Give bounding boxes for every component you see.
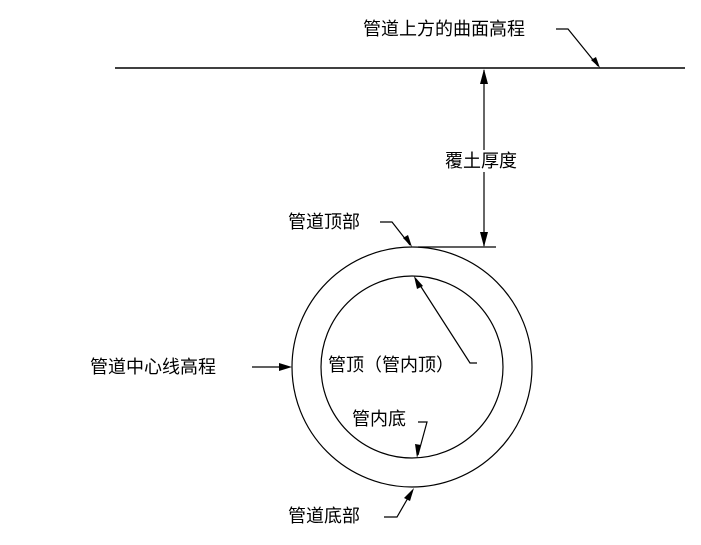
centerline-elevation-label: 管道中心线高程 [90,357,216,378]
pipe-top-leader-line [380,221,411,246]
inner-bottom-arrowhead [415,444,421,458]
pipe-top-arrowhead [403,235,412,247]
inner-top-label: 管顶（管内顶） [328,355,454,376]
pipe-inner-wall [320,275,504,459]
inner-bottom-label: 管内底 [352,409,406,430]
pipe-bottom-label: 管道底部 [288,506,360,527]
pipe-bottom-arrowhead [404,488,414,501]
inner-top-leader-line [415,278,477,364]
cover-arrowhead-up [480,69,488,84]
surface-elevation-label: 管道上方的曲面高程 [363,19,525,40]
inner-top-arrowhead [414,276,423,289]
inner-bottom-leader-line [417,421,428,456]
centerline-arrowhead [279,363,292,371]
cover-depth-label: 覆土厚度 [445,151,517,172]
surface-leader-line [556,28,599,67]
cover-arrowhead-down [480,232,488,247]
surface-leader-arrowhead [591,57,600,68]
pipe-bottom-leader-line [384,490,413,518]
pipe-top-label: 管道顶部 [288,212,360,233]
